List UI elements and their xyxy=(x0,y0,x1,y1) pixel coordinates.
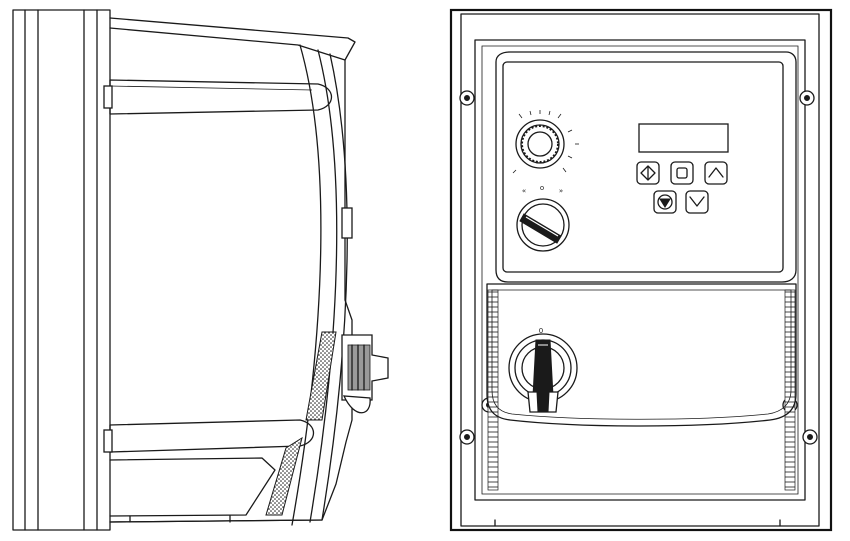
screw-top-left xyxy=(459,90,475,106)
front-view: « o » xyxy=(449,8,833,532)
selector-mark-forward: » xyxy=(559,187,563,195)
front-frame xyxy=(449,8,833,532)
keypad xyxy=(636,161,728,214)
lcd-display xyxy=(638,123,729,153)
start-icon xyxy=(640,165,656,181)
side-knob xyxy=(341,207,353,239)
chevron-up-icon xyxy=(708,167,724,178)
lower-clamp xyxy=(103,419,315,453)
up-key[interactable] xyxy=(704,161,728,185)
upper-clamp xyxy=(103,79,333,115)
isolator-side xyxy=(341,334,389,414)
isolator-mark-off: 0 xyxy=(539,327,543,335)
down-key[interactable] xyxy=(685,190,709,214)
side-view xyxy=(12,9,389,531)
mounting-plate xyxy=(12,9,111,531)
screw-low-left xyxy=(459,429,475,445)
enclosure-body xyxy=(109,17,356,526)
screw-low-right xyxy=(802,429,818,445)
start-key[interactable] xyxy=(636,161,660,185)
selector-mark-off: o xyxy=(540,184,544,192)
reset-key[interactable] xyxy=(653,190,677,214)
selector-mark-reverse: « xyxy=(522,187,526,195)
direction-selector[interactable]: « o » xyxy=(516,184,570,252)
isolator-switch[interactable]: 0 I xyxy=(508,327,578,413)
speed-scale xyxy=(512,110,579,174)
stop-key[interactable] xyxy=(670,161,694,185)
control-panel xyxy=(495,51,797,283)
chevron-down-icon xyxy=(689,196,705,207)
vent-grille-side xyxy=(265,331,337,516)
screw-top-right xyxy=(799,90,815,106)
base-foot xyxy=(109,457,276,523)
reset-icon xyxy=(657,194,673,210)
speed-potentiometer[interactable] xyxy=(512,110,579,174)
stop-icon xyxy=(676,167,688,179)
bottom-feet xyxy=(494,519,781,527)
lower-cover xyxy=(486,283,797,427)
